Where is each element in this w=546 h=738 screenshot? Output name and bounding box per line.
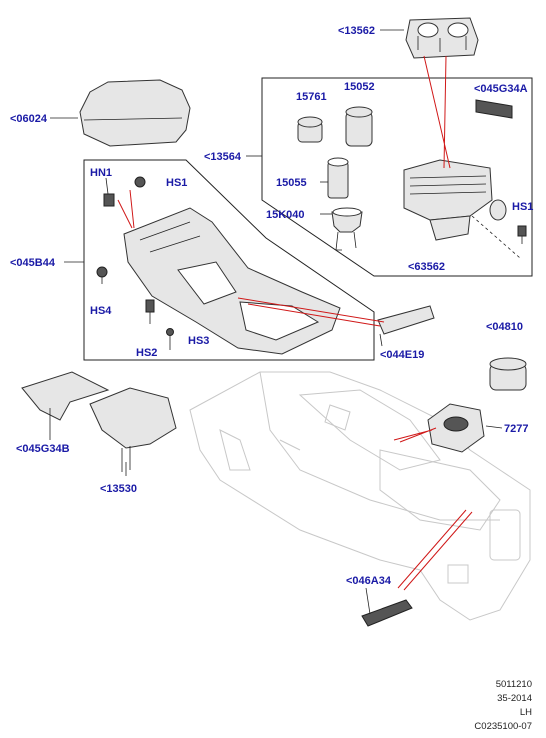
label-044E19: <044E19	[380, 349, 424, 361]
socket-15052	[345, 106, 373, 147]
label-15K040: 15K040	[266, 209, 305, 221]
label-04810: <04810	[486, 321, 523, 333]
console-trim-frame-045B44	[123, 207, 341, 355]
armrest-lid-06024	[79, 79, 191, 147]
screw-hs3	[166, 328, 174, 350]
label-hs3: HS3	[188, 335, 209, 347]
screw-hs1-top	[134, 176, 146, 188]
label-hs2: HS2	[136, 347, 157, 359]
label-13530: <13530	[100, 483, 137, 495]
label-7277: 7277	[504, 423, 528, 435]
group-box-cup-holder	[261, 77, 533, 277]
screw-hs1-right	[517, 225, 527, 244]
cap-15761	[297, 116, 323, 143]
label-hs1-right: HS1	[512, 201, 533, 213]
screw-hs2	[145, 299, 155, 324]
ashtray-04810	[489, 357, 527, 391]
mat-045G34B	[21, 371, 110, 421]
label-06024: <06024	[10, 113, 48, 125]
mat-045G34A	[475, 99, 513, 119]
label-13564: <13564	[204, 151, 242, 163]
bracket-13530	[89, 387, 177, 472]
label-15052: 15052	[344, 81, 375, 93]
vehicle-console-ghost	[189, 371, 531, 621]
label-045G34B: <045G34B	[16, 443, 70, 455]
socket-15055	[327, 157, 349, 199]
label-hs1-top: HS1	[166, 177, 187, 189]
label-63562: <63562	[408, 261, 445, 273]
cup-holder-insert-13562	[405, 17, 479, 59]
cup-holder-mechanism-63562	[403, 159, 507, 241]
label-15055: 15055	[276, 177, 307, 189]
reference-line-3: LH	[519, 707, 532, 718]
trim-strip-044E19	[377, 305, 435, 335]
label-13562: <13562	[338, 25, 375, 37]
reference-line-1: 5011210	[495, 679, 532, 690]
vent-strip-046A34	[361, 599, 413, 627]
reference-line-2: 35-2014	[497, 693, 532, 704]
screw-hs4	[96, 266, 108, 284]
nut-hn1	[103, 193, 115, 207]
socket-15K040	[331, 207, 363, 251]
leader-lines-red	[117, 55, 473, 591]
label-045B44: <045B44	[10, 257, 56, 269]
group-box-console-trim	[83, 159, 375, 361]
reference-line-4: C0235100-07	[474, 721, 532, 732]
label-hs4: HS4	[90, 305, 112, 317]
label-045G34A: <045G34A	[474, 83, 528, 95]
leader-lines-black	[49, 29, 521, 615]
label-046A34: <046A34	[346, 575, 392, 587]
label-hn1: HN1	[90, 167, 112, 179]
label-15761: 15761	[296, 91, 327, 103]
reference-block: 5011210 35-2014 LH C0235100-07	[474, 678, 532, 734]
gear-shift-7277	[427, 403, 485, 453]
